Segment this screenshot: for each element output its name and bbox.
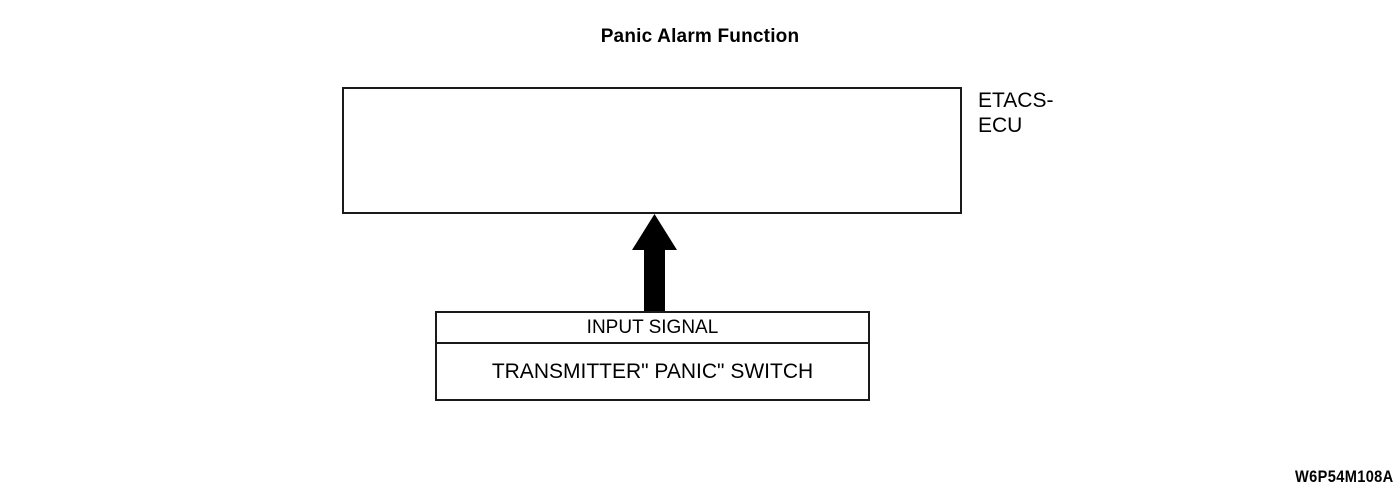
- etacs-ecu-block: [342, 87, 962, 214]
- input-signal-block: INPUT SIGNAL TRANSMITTER" PANIC" SWITCH: [435, 311, 870, 401]
- input-signal-header: INPUT SIGNAL: [437, 313, 868, 344]
- figure-reference-code: W6P54M108A: [1295, 467, 1394, 486]
- input-signal-item: TRANSMITTER" PANIC" SWITCH: [491, 360, 814, 383]
- etacs-ecu-label-line-1: ETACS-: [978, 89, 1054, 112]
- etacs-ecu-label-line-2: ECU: [978, 114, 1023, 137]
- arrow-up-icon: [632, 214, 677, 312]
- etacs-ecu-label: ETACS-ECU: [978, 88, 1148, 138]
- page-title: Panic Alarm Function: [600, 26, 800, 47]
